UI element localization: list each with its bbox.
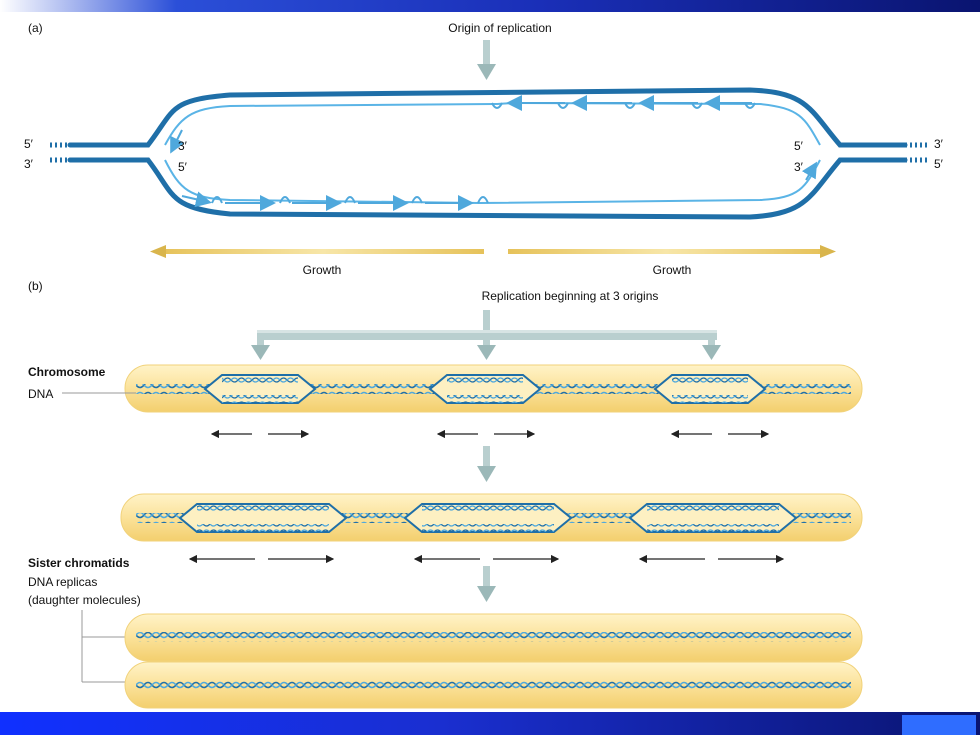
replication-diagram: (a) Origin of replication — [24, 21, 944, 709]
origins-label: Replication beginning at 3 origins — [482, 289, 659, 303]
inner-right-top-label: 5′ — [794, 139, 804, 153]
left-top-end-label: 5′ — [24, 137, 34, 151]
chromosome-bubbles-expanded — [120, 493, 863, 542]
replicas-bracket — [81, 610, 128, 683]
daughter-strands — [164, 101, 821, 205]
down-arrow-2 — [477, 446, 496, 482]
leading-fragments — [181, 161, 818, 211]
right-top-end-label: 3′ — [934, 137, 944, 151]
origin-arrow — [477, 40, 496, 80]
part-b-label: (b) — [28, 279, 43, 293]
inner-right-bottom-label: 3′ — [794, 160, 804, 174]
sister-chromatids-label: Sister chromatids — [28, 556, 130, 570]
slide-bottom-bar — [0, 712, 980, 735]
replicas-label-line2: (daughter molecules) — [28, 593, 141, 607]
growth-left-label: Growth — [303, 263, 342, 277]
parental-dna — [67, 87, 908, 220]
part-a-label: (a) — [28, 21, 43, 35]
growth-right-label: Growth — [653, 263, 692, 277]
origin-label: Origin of replication — [448, 21, 551, 35]
dna-label: DNA — [28, 387, 53, 401]
inner-left-bottom-label: 5′ — [178, 160, 188, 174]
growth-arrow-right — [508, 245, 836, 258]
sister-chromatid-1 — [124, 613, 863, 662]
origins-branch-arrow — [251, 310, 721, 360]
chromosome-replicating — [124, 364, 863, 413]
strand-dots — [50, 142, 928, 163]
growth-arrow-left — [150, 245, 484, 258]
left-bottom-end-label: 3′ — [24, 157, 34, 171]
slide-top-bar — [0, 0, 980, 12]
down-arrow-3 — [477, 566, 496, 602]
replicas-label-line1: DNA replicas — [28, 575, 97, 589]
lagging-fragments — [170, 95, 756, 154]
right-bottom-end-label: 5′ — [934, 157, 944, 171]
slide-corner-box — [902, 715, 976, 735]
inner-left-top-label: 3′ — [178, 139, 188, 153]
chromosome-label: Chromosome — [28, 365, 106, 379]
sister-chromatid-2 — [124, 661, 863, 709]
